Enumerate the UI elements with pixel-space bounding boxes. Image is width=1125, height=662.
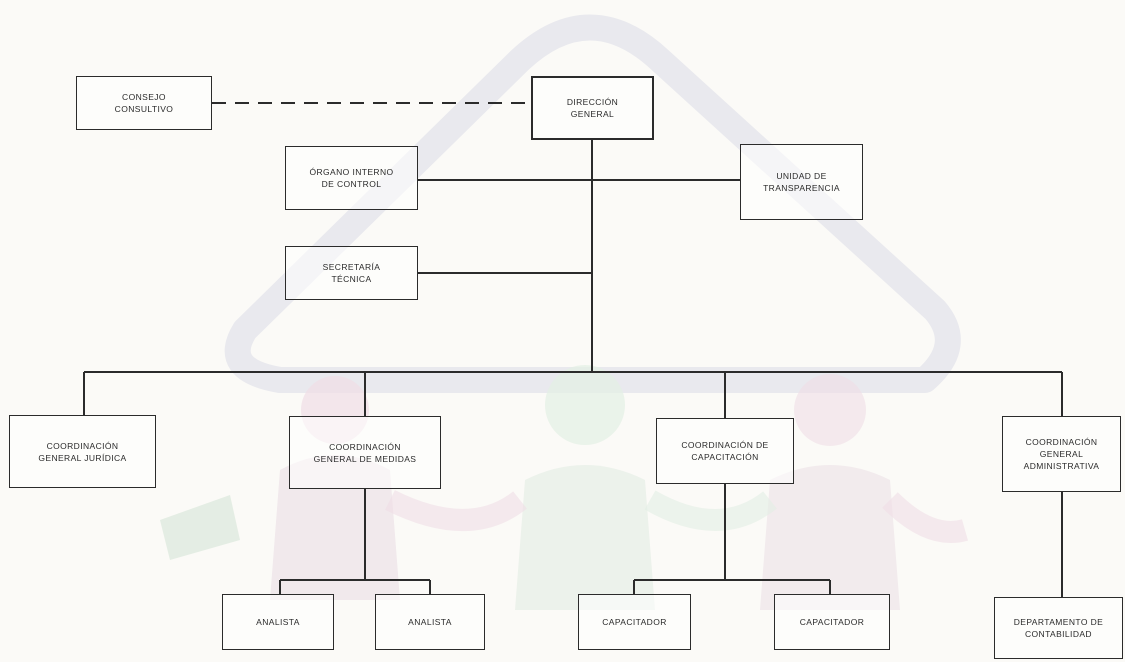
node-consejo-consultivo: CONSEJO CONSULTIVO: [76, 76, 212, 130]
node-coordinacion-administrativa-label: COORDINACIÓN GENERAL ADMINISTRATIVA: [1023, 437, 1100, 471]
node-organo-interno-control: ÓRGANO INTERNO DE CONTROL: [285, 146, 418, 210]
node-consejo-consultivo-label: CONSEJO CONSULTIVO: [114, 92, 174, 114]
node-organo-interno-control-label: ÓRGANO INTERNO DE CONTROL: [309, 167, 394, 189]
node-capacitador-2: CAPACITADOR: [774, 594, 890, 650]
node-analista-1: ANALISTA: [222, 594, 334, 650]
node-coordinacion-capacitacion-label: COORDINACIÓN DE CAPACITACIÓN: [681, 440, 769, 462]
node-coordinacion-medidas: COORDINACIÓN GENERAL DE MEDIDAS: [289, 416, 441, 489]
node-unidad-transparencia: UNIDAD DE TRANSPARENCIA: [740, 144, 863, 220]
node-analista-2-label: ANALISTA: [408, 617, 452, 627]
node-capacitador-2-label: CAPACITADOR: [799, 617, 865, 627]
node-analista-2: ANALISTA: [375, 594, 485, 650]
node-capacitador-1-label: CAPACITADOR: [602, 617, 667, 627]
node-coordinacion-juridica-label: COORDINACIÓN GENERAL JURÍDICA: [38, 440, 127, 463]
node-analista-1-label: ANALISTA: [256, 617, 300, 627]
node-coordinacion-administrativa: COORDINACIÓN GENERAL ADMINISTRATIVA: [1002, 416, 1121, 492]
node-direccion-general-label: DIRECCIÓN GENERAL: [566, 97, 619, 119]
node-secretaria-tecnica-label: SECRETARÍA TÉCNICA: [322, 262, 381, 284]
node-secretaria-tecnica: SECRETARÍA TÉCNICA: [285, 246, 418, 300]
node-coordinacion-medidas-label: COORDINACIÓN GENERAL DE MEDIDAS: [313, 441, 417, 464]
node-departamento-contabilidad-label: DEPARTAMENTO DE CONTABILIDAD: [1013, 617, 1104, 639]
node-coordinacion-juridica: COORDINACIÓN GENERAL JURÍDICA: [9, 415, 156, 488]
node-coordinacion-capacitacion: COORDINACIÓN DE CAPACITACIÓN: [656, 418, 794, 484]
node-departamento-contabilidad: DEPARTAMENTO DE CONTABILIDAD: [994, 597, 1123, 659]
node-unidad-transparencia-label: UNIDAD DE TRANSPARENCIA: [763, 171, 840, 193]
node-capacitador-1: CAPACITADOR: [578, 594, 691, 650]
node-direccion-general: DIRECCIÓN GENERAL: [531, 76, 654, 140]
